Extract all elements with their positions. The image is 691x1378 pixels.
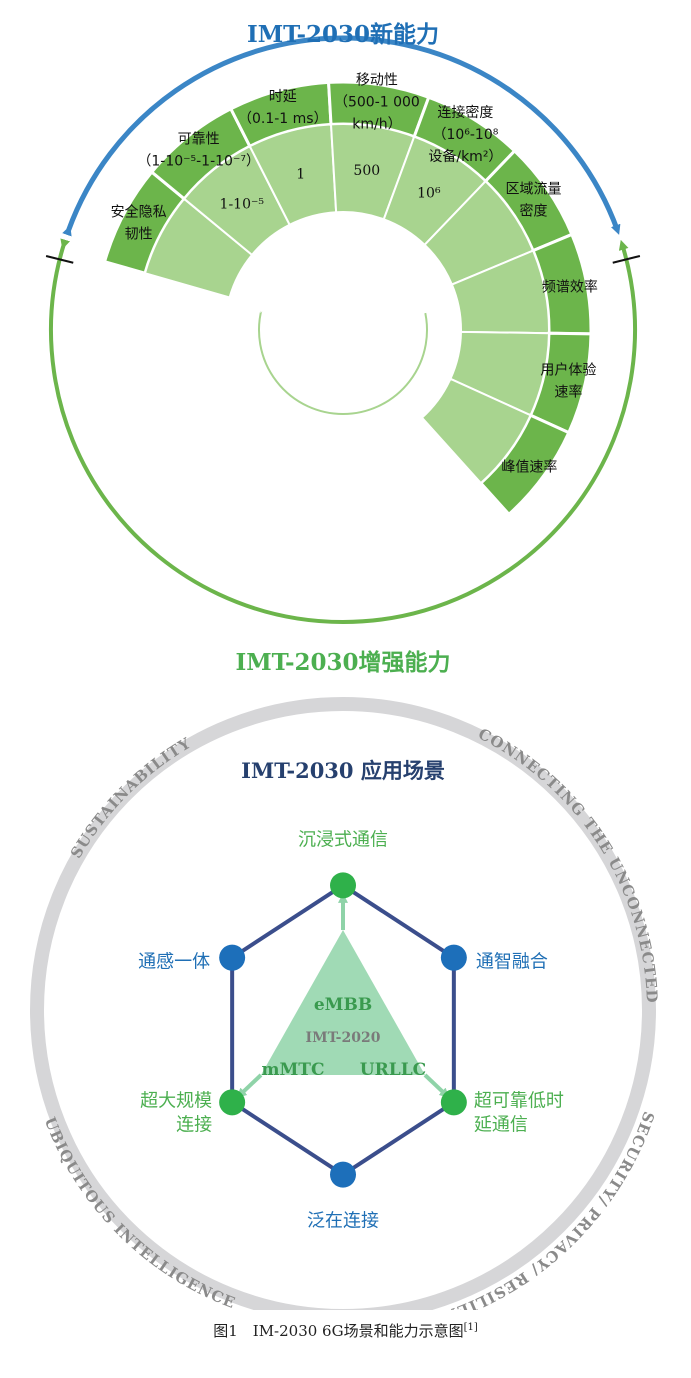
enhanced-capability-label: 移动性 （500-1 000 km/h） [334,73,420,133]
scenario-node [440,944,467,971]
boundary-tick [612,255,641,264]
evolution-arrow [423,1073,450,1099]
inner-arc-outline [258,302,431,415]
ring-label-path: SUSTAINABILITY [67,734,194,862]
triangle-left-label: mMTC [262,1060,325,1080]
label-line: （10⁶-10⁸ [432,127,498,143]
caption-text: 图1 IM-2030 6G场景和能力示意图 [213,1322,464,1340]
label-line: （1-10⁻⁵-1-10⁻⁷） [137,154,260,170]
triangle-top-label: eMBB [314,995,372,1015]
label-line: 用户体验 [540,362,596,379]
label-line: 可靠性 [178,132,220,148]
imt2020-segment [382,135,487,247]
label-line: km/h） [352,117,401,133]
scenario-node [330,1161,356,1188]
enhanced-capability-label: 用户体验速率 [540,362,596,401]
label-line: （500-1 000 [334,95,420,111]
imt2020-value: 500 [353,163,380,179]
label-line: 沉浸式通信 [298,829,388,850]
label-line: 密度 [519,202,547,219]
label-line: 延通信 [474,1114,528,1135]
label-line: 通智融合 [476,952,548,973]
label-line: 韧性 [125,226,153,242]
scenario-label: 超可靠低时延通信 [474,1090,564,1135]
scenario-label: 泛在连接 [307,1211,379,1232]
label-line: 通感一体 [138,952,210,973]
caption-ref: [1] [463,1322,478,1333]
scenario-label: 沉浸式通信 [298,829,388,850]
label-line: 时延 [269,89,297,105]
evolution-arrow [236,1073,263,1099]
label-line: 超可靠低时 [474,1090,564,1111]
scenario-title: IMT-2030 应用场景 [241,758,445,783]
imt2020-triangle [261,930,425,1075]
label-line: 泛在连接 [307,1211,379,1232]
label-line: 速率 [554,384,582,401]
ring-label: SUSTAINABILITY [67,734,195,862]
enhanced-capability-title: IMT-2030增强能力 [235,649,450,676]
outer-ring [30,697,656,1310]
scenario-label: 通感一体 [138,952,210,973]
label-line: （0.1-1 ms） [238,111,328,127]
enhanced-capability-label: 连接密度 （10⁶-10⁸ 设备/km²） [428,104,502,165]
scenario-node [330,872,356,899]
label-line: 连接密度 [437,104,493,121]
imt2020-segment [329,123,416,221]
label-line: 连接 [176,1114,212,1135]
boundary-tick [45,255,74,264]
new-capability-title: IMT-2030新能力 [247,21,439,48]
label-line: 频谱效率 [542,278,598,295]
enhanced-capability-label: 峰值速率 [501,459,557,476]
inner-arc [257,307,429,416]
figure-caption: 图1 IM-2030 6G场景和能力示意图[1] [0,1320,691,1341]
scenario-label: 超大规模连接 [140,1090,212,1135]
imt2020-segment [248,123,338,227]
label-line: 峰值速率 [501,459,557,476]
scenario-node [219,944,246,971]
triangle-center-label: IMT-2020 [306,1030,381,1046]
imt2020-segment [420,377,532,485]
enhanced-capability-label: 频谱效率 [542,278,598,295]
label-line: 设备/km²） [428,148,502,165]
label-line: 安全隐私 [111,203,167,220]
imt2020-value: 10⁶ [417,186,441,202]
label-line: 超大规模 [140,1090,212,1111]
enhanced-capability-label: 时延 （0.1-1 ms） [238,89,328,127]
scenario-label: 通智融合 [476,952,548,973]
imt2020-segment [449,330,550,417]
label-line: 移动性 [356,73,398,89]
scenario-node [440,1089,467,1116]
imt2020-value: 1-10⁻⁵ [220,197,265,213]
enhanced-capability-label: 区域流量密度 [505,181,561,219]
scenario-node [219,1089,246,1116]
triangle-right-label: URLLC [360,1060,426,1080]
new-capability-arc [62,35,621,237]
enhanced-capability-arc [49,238,637,624]
enhanced-capability-label: 可靠性 （1-10⁻⁵-1-10⁻⁷） [137,132,260,170]
label-line: 区域流量 [505,181,561,197]
imt2020-value: 1 [296,167,305,183]
capability-wheel: 覆盖感知相关能力AI相关能力可持续性互操作性定位（1-10 cm）安全隐私韧性可… [45,21,641,676]
